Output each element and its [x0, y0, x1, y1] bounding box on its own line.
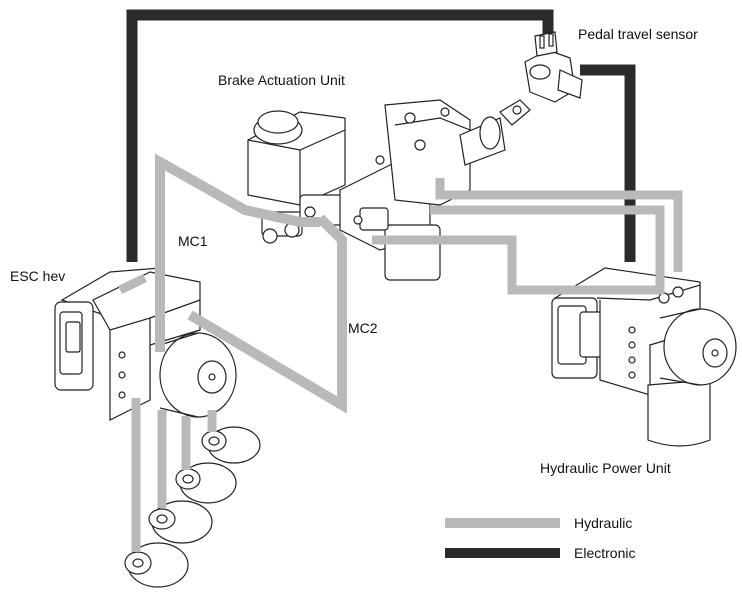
wheel-brake-2 — [175, 462, 237, 504]
label-mc1: MC1 — [178, 233, 208, 249]
wheel-brake-1 — [201, 426, 261, 464]
legend-swatch-hydraulic — [445, 518, 560, 528]
label-pedal-travel-sensor: Pedal travel sensor — [578, 26, 698, 42]
electronic-line-sensor-to-hpu — [580, 64, 636, 262]
hydraulic-line-esc-top — [118, 273, 147, 295]
legend-swatch-electronic — [445, 548, 560, 558]
hydraulic-line-mc1 — [155, 153, 320, 352]
label-hydraulic-power-unit: Hydraulic Power Unit — [540, 460, 671, 476]
hydraulic-power-unit — [551, 267, 737, 447]
label-brake-actuation-unit: Brake Actuation Unit — [218, 72, 345, 88]
label-esc-hev: ESC hev — [10, 268, 66, 284]
hydraulic-lines — [118, 153, 683, 552]
wheel-brake-3 — [148, 500, 213, 544]
hydraulic-line-hpu-2 — [435, 178, 683, 272]
esc-hev-unit — [54, 267, 237, 421]
legend-label-electronic: Electronic — [574, 545, 636, 561]
legend-label-hydraulic: Hydraulic — [574, 515, 633, 531]
hydraulic-line-hpu-3 — [430, 205, 665, 272]
electronic-line-esc-to-sensor — [126, 9, 554, 262]
hydraulic-line-hpu-1 — [372, 235, 665, 295]
brake-actuation-unit — [247, 99, 531, 281]
legend — [445, 518, 560, 558]
wheel-brakes — [124, 426, 261, 588]
wheel-brake-4 — [124, 542, 189, 588]
hydraulic-line-mc2 — [187, 214, 347, 414]
pedal-travel-sensor — [524, 31, 583, 103]
label-mc2: MC2 — [348, 320, 378, 336]
